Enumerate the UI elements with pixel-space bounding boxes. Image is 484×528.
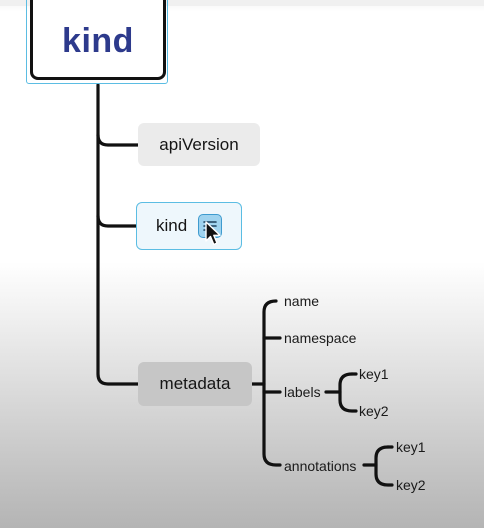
node-label: kind [156, 216, 188, 235]
leaf-annotations-key2[interactable]: key2 [396, 477, 426, 493]
root-selection-outline [26, 0, 168, 84]
leaf-annotations[interactable]: annotations [284, 458, 357, 474]
leaf-annotations-key1[interactable]: key1 [396, 439, 426, 455]
leaf-namespace[interactable]: namespace [284, 330, 357, 346]
node-label: apiVersion [159, 134, 239, 154]
node-apiversion[interactable]: apiVersion [138, 123, 260, 166]
root-node[interactable]: kind [30, 0, 166, 80]
canvas-top-edge [0, 0, 484, 6]
node-metadata[interactable]: metadata [138, 362, 252, 406]
leaf-labels-key1[interactable]: key1 [359, 366, 389, 382]
node-kind-selected[interactable]: kind [136, 202, 242, 250]
leaf-labels[interactable]: labels [284, 384, 321, 400]
mouse-pointer-icon [205, 221, 221, 246]
leaf-name[interactable]: name [284, 293, 320, 309]
leaf-labels-key2[interactable]: key2 [359, 403, 389, 419]
root-node-label: kind [62, 21, 134, 60]
node-label: metadata [159, 374, 231, 393]
